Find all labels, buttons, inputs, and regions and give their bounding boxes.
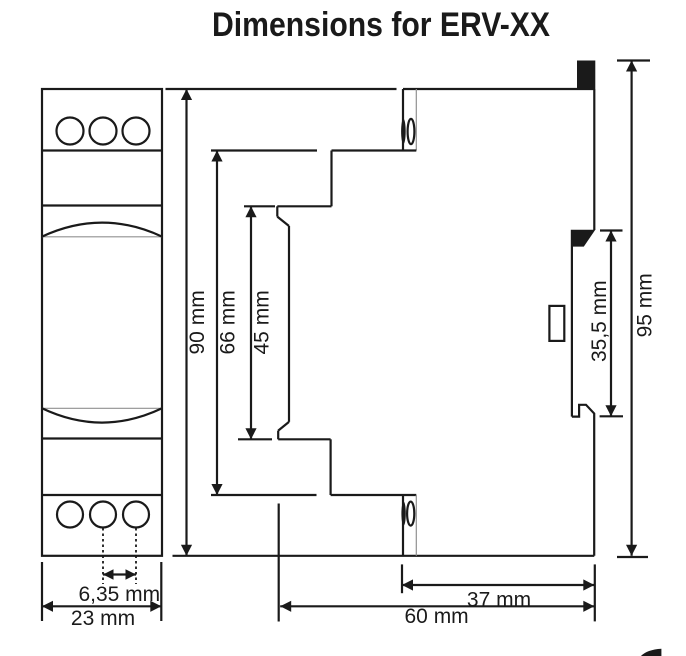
svg-text:35,5 mm: 35,5 mm	[588, 280, 611, 362]
svg-text:37 mm: 37 mm	[467, 589, 531, 612]
svg-text:90 mm: 90 mm	[186, 290, 209, 354]
svg-text:60 mm: 60 mm	[405, 605, 469, 628]
svg-text:6,35 mm: 6,35 mm	[78, 583, 160, 606]
svg-text:66 mm: 66 mm	[217, 290, 240, 354]
svg-text:23 mm: 23 mm	[71, 607, 135, 630]
svg-text:Dimensions for ERV-XX: Dimensions for ERV-XX	[212, 6, 550, 44]
svg-text:95 mm: 95 mm	[633, 273, 656, 337]
svg-text:45 mm: 45 mm	[250, 290, 273, 354]
